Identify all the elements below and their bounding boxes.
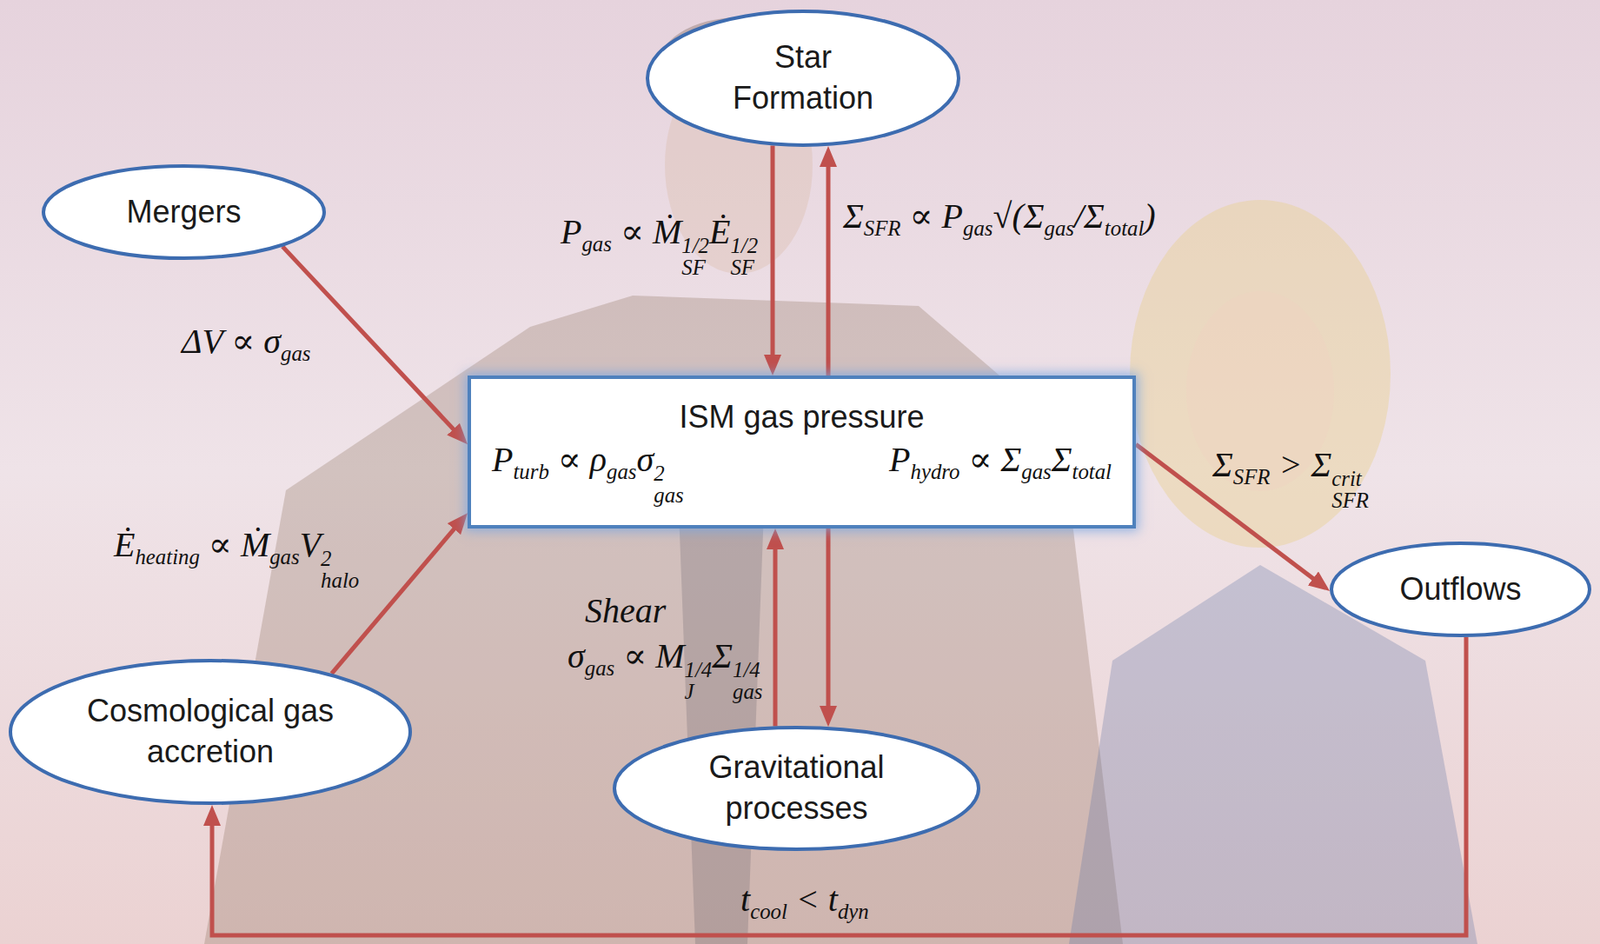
subscript: gas [732,681,763,704]
subscript: SF [681,257,710,279]
subscript: total [1104,216,1144,240]
process-ellipse: Cosmological gas accretion [7,657,413,806]
node-label: Cosmological gas accretion [85,690,337,773]
subscript: gas [269,544,299,569]
edge-formula: ΣSFR ∝ Pgas√(Σgas/Σtotal) [843,192,1156,243]
index-stack: SF1/2 [730,235,758,279]
subscript: heating [134,544,200,569]
edge-formula: tcool < tdyn [740,876,870,926]
superscript: 2 [653,463,684,485]
formula-row: Pturb ∝ ρgasσgas2 Phydro ∝ ΣgasΣtotal [491,436,1112,507]
index-stack: gas2 [653,463,684,507]
subscript: hydro [910,459,961,484]
subscript: halo [320,570,359,592]
edge-formula: σgas ∝ MJ1/4Σgas1/4 [567,632,764,704]
index-stack: halo2 [320,548,359,592]
superscript: 1/2 [730,235,758,258]
node-label: Gravitational processes [682,747,912,830]
node-label: Outflows [1399,569,1521,611]
note-label: Shear [584,587,666,635]
edge-formula: Pgas ∝ ṀSF1/2ĖSF1/2 [560,208,758,279]
process-ellipse: Star Formation [644,8,962,148]
subscript: SF [730,257,758,279]
arrow-connector [773,537,778,727]
index-stack: gas1/4 [732,659,763,704]
node-label: Star Formation [704,37,902,120]
arrow-connector [826,528,831,718]
node-text: Cosmological gas accretion [85,690,337,773]
subscript: gas [280,341,311,366]
subscript: SFR [1233,464,1271,489]
process-ellipse: Mergers [40,163,327,261]
ellipse-outline [611,724,982,852]
subscript: gas [1044,216,1075,240]
subscript: gas [606,459,637,484]
edge-formula: ΣSFR > ΣSFRcrit [1212,441,1369,512]
edge-formula: ΔV ∝ σgas [181,318,311,368]
subscript: gas [653,484,684,507]
superscript: 1/4 [732,659,763,682]
index-stack: J1/4 [684,659,713,704]
pressure-box: ISM gas pressurePturb ∝ ρgasσgas2 Phydro … [467,375,1136,529]
node-label: Mergers [126,192,241,233]
ellipse-outline [644,8,962,148]
subscript: total [1072,459,1112,484]
superscript: crit [1331,468,1369,491]
subscript: SFR [1331,490,1369,512]
index-stack: SFRcrit [1331,468,1369,512]
node-text: Star Formation [704,37,902,120]
formula: Phydro ∝ ΣgasΣtotal [889,436,1112,486]
edge-formula: Ėheating ∝ ṀgasVhalo2 [113,521,359,592]
subscript: J [684,681,713,704]
subscript: dyn [837,899,870,923]
arrow-connector [826,154,831,376]
process-ellipse: Gravitational processes [611,724,982,852]
node-text: Mergers [126,192,241,233]
process-ellipse: Outflows [1328,540,1593,638]
node-text: Outflows [1399,569,1521,611]
superscript: 2 [320,548,359,571]
subscript: gas [962,216,993,240]
box-heading: ISM gas pressure [491,397,1112,437]
ellipse-outline [7,657,413,806]
superscript: 1/2 [681,235,710,258]
arrow-connector [770,146,776,368]
arrow-connector [331,519,463,674]
subscript: gas [581,232,611,256]
node-text: Gravitational processes [682,747,912,830]
subscript: gas [584,656,615,680]
arrow-connector [212,637,1467,936]
subscript: cool [750,899,788,923]
superscript: 1/4 [684,659,713,682]
formula: Pturb ∝ ρgasσgas2 [491,436,684,507]
index-stack: SF1/2 [681,235,710,279]
subscript: turb [512,459,549,484]
subscript: SFR [863,216,902,240]
subscript: gas [1021,459,1051,484]
